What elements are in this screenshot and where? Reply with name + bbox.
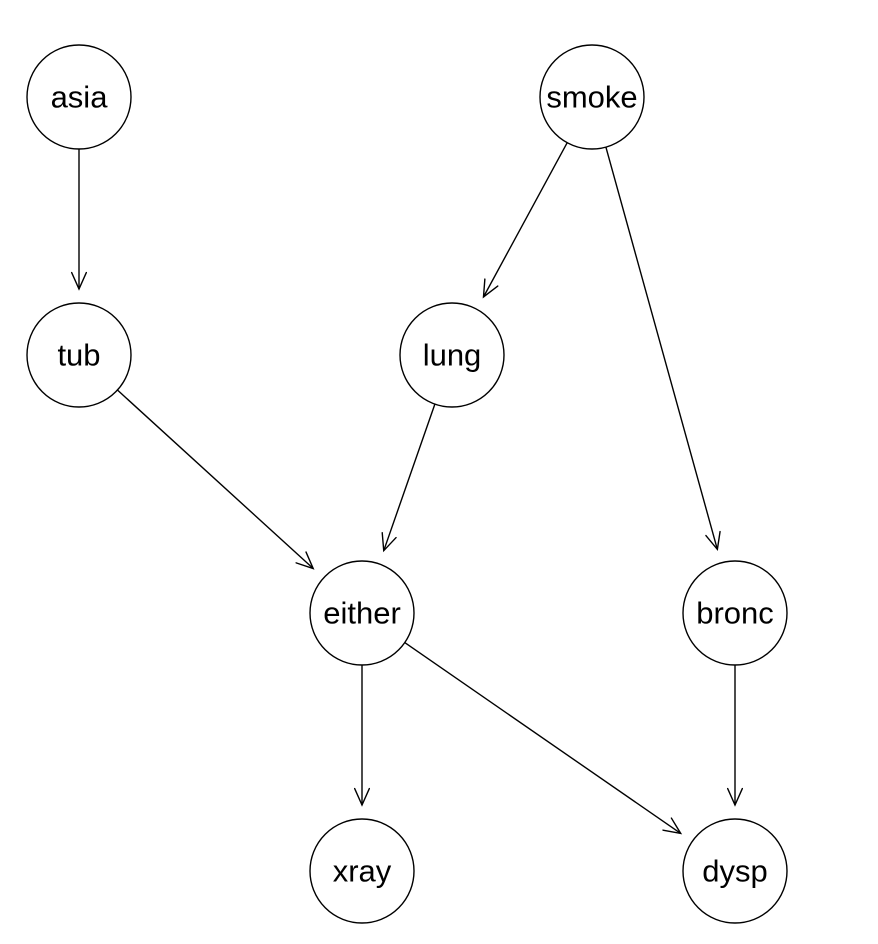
edge-tub-either bbox=[116, 389, 315, 570]
arrowhead bbox=[295, 551, 315, 570]
node-circle bbox=[399, 302, 505, 408]
node-circle bbox=[26, 44, 132, 150]
arrowhead bbox=[726, 787, 744, 807]
edge-asia-tub bbox=[70, 149, 88, 291]
node-dysp: dysp bbox=[682, 818, 788, 924]
node-circle bbox=[309, 560, 415, 666]
node-label: bronc bbox=[696, 596, 774, 631]
node-circle bbox=[309, 818, 415, 924]
edge-line bbox=[605, 146, 719, 550]
edge-smoke-bronc bbox=[605, 146, 721, 552]
edges-layer bbox=[70, 142, 744, 835]
edge-line bbox=[482, 142, 568, 298]
node-label: tub bbox=[57, 338, 100, 373]
node-label: dysp bbox=[702, 854, 767, 889]
edge-smoke-lung bbox=[482, 142, 568, 299]
node-label: lung bbox=[423, 338, 482, 373]
node-label: either bbox=[323, 596, 401, 631]
node-circle bbox=[539, 44, 645, 150]
nodes-layer: asia smoke tub lung either bronc xray dysp bbox=[26, 44, 788, 924]
edge-lung-either bbox=[381, 403, 436, 553]
node-lung: lung bbox=[399, 302, 505, 408]
node-circle bbox=[682, 818, 788, 924]
arrowhead bbox=[662, 817, 683, 835]
edge-line bbox=[116, 389, 314, 570]
arrowhead bbox=[381, 532, 397, 553]
edge-either-dysp bbox=[404, 642, 683, 835]
node-tub: tub bbox=[26, 302, 132, 408]
node-either: either bbox=[309, 560, 415, 666]
arrowhead bbox=[70, 271, 88, 291]
edge-line bbox=[383, 403, 436, 551]
arrowhead bbox=[482, 278, 499, 299]
edge-bronc-dysp bbox=[726, 665, 744, 807]
node-label: xray bbox=[333, 854, 392, 889]
node-smoke: smoke bbox=[539, 44, 645, 150]
node-xray: xray bbox=[309, 818, 415, 924]
edge-either-xray bbox=[353, 665, 371, 807]
node-circle bbox=[26, 302, 132, 408]
node-asia: asia bbox=[26, 44, 132, 150]
node-bronc: bronc bbox=[682, 560, 788, 666]
arrowhead bbox=[353, 787, 371, 807]
arrowhead bbox=[705, 530, 721, 552]
node-circle bbox=[682, 560, 788, 666]
node-label: asia bbox=[51, 80, 109, 115]
node-label: smoke bbox=[546, 80, 637, 115]
edge-line bbox=[404, 642, 682, 835]
